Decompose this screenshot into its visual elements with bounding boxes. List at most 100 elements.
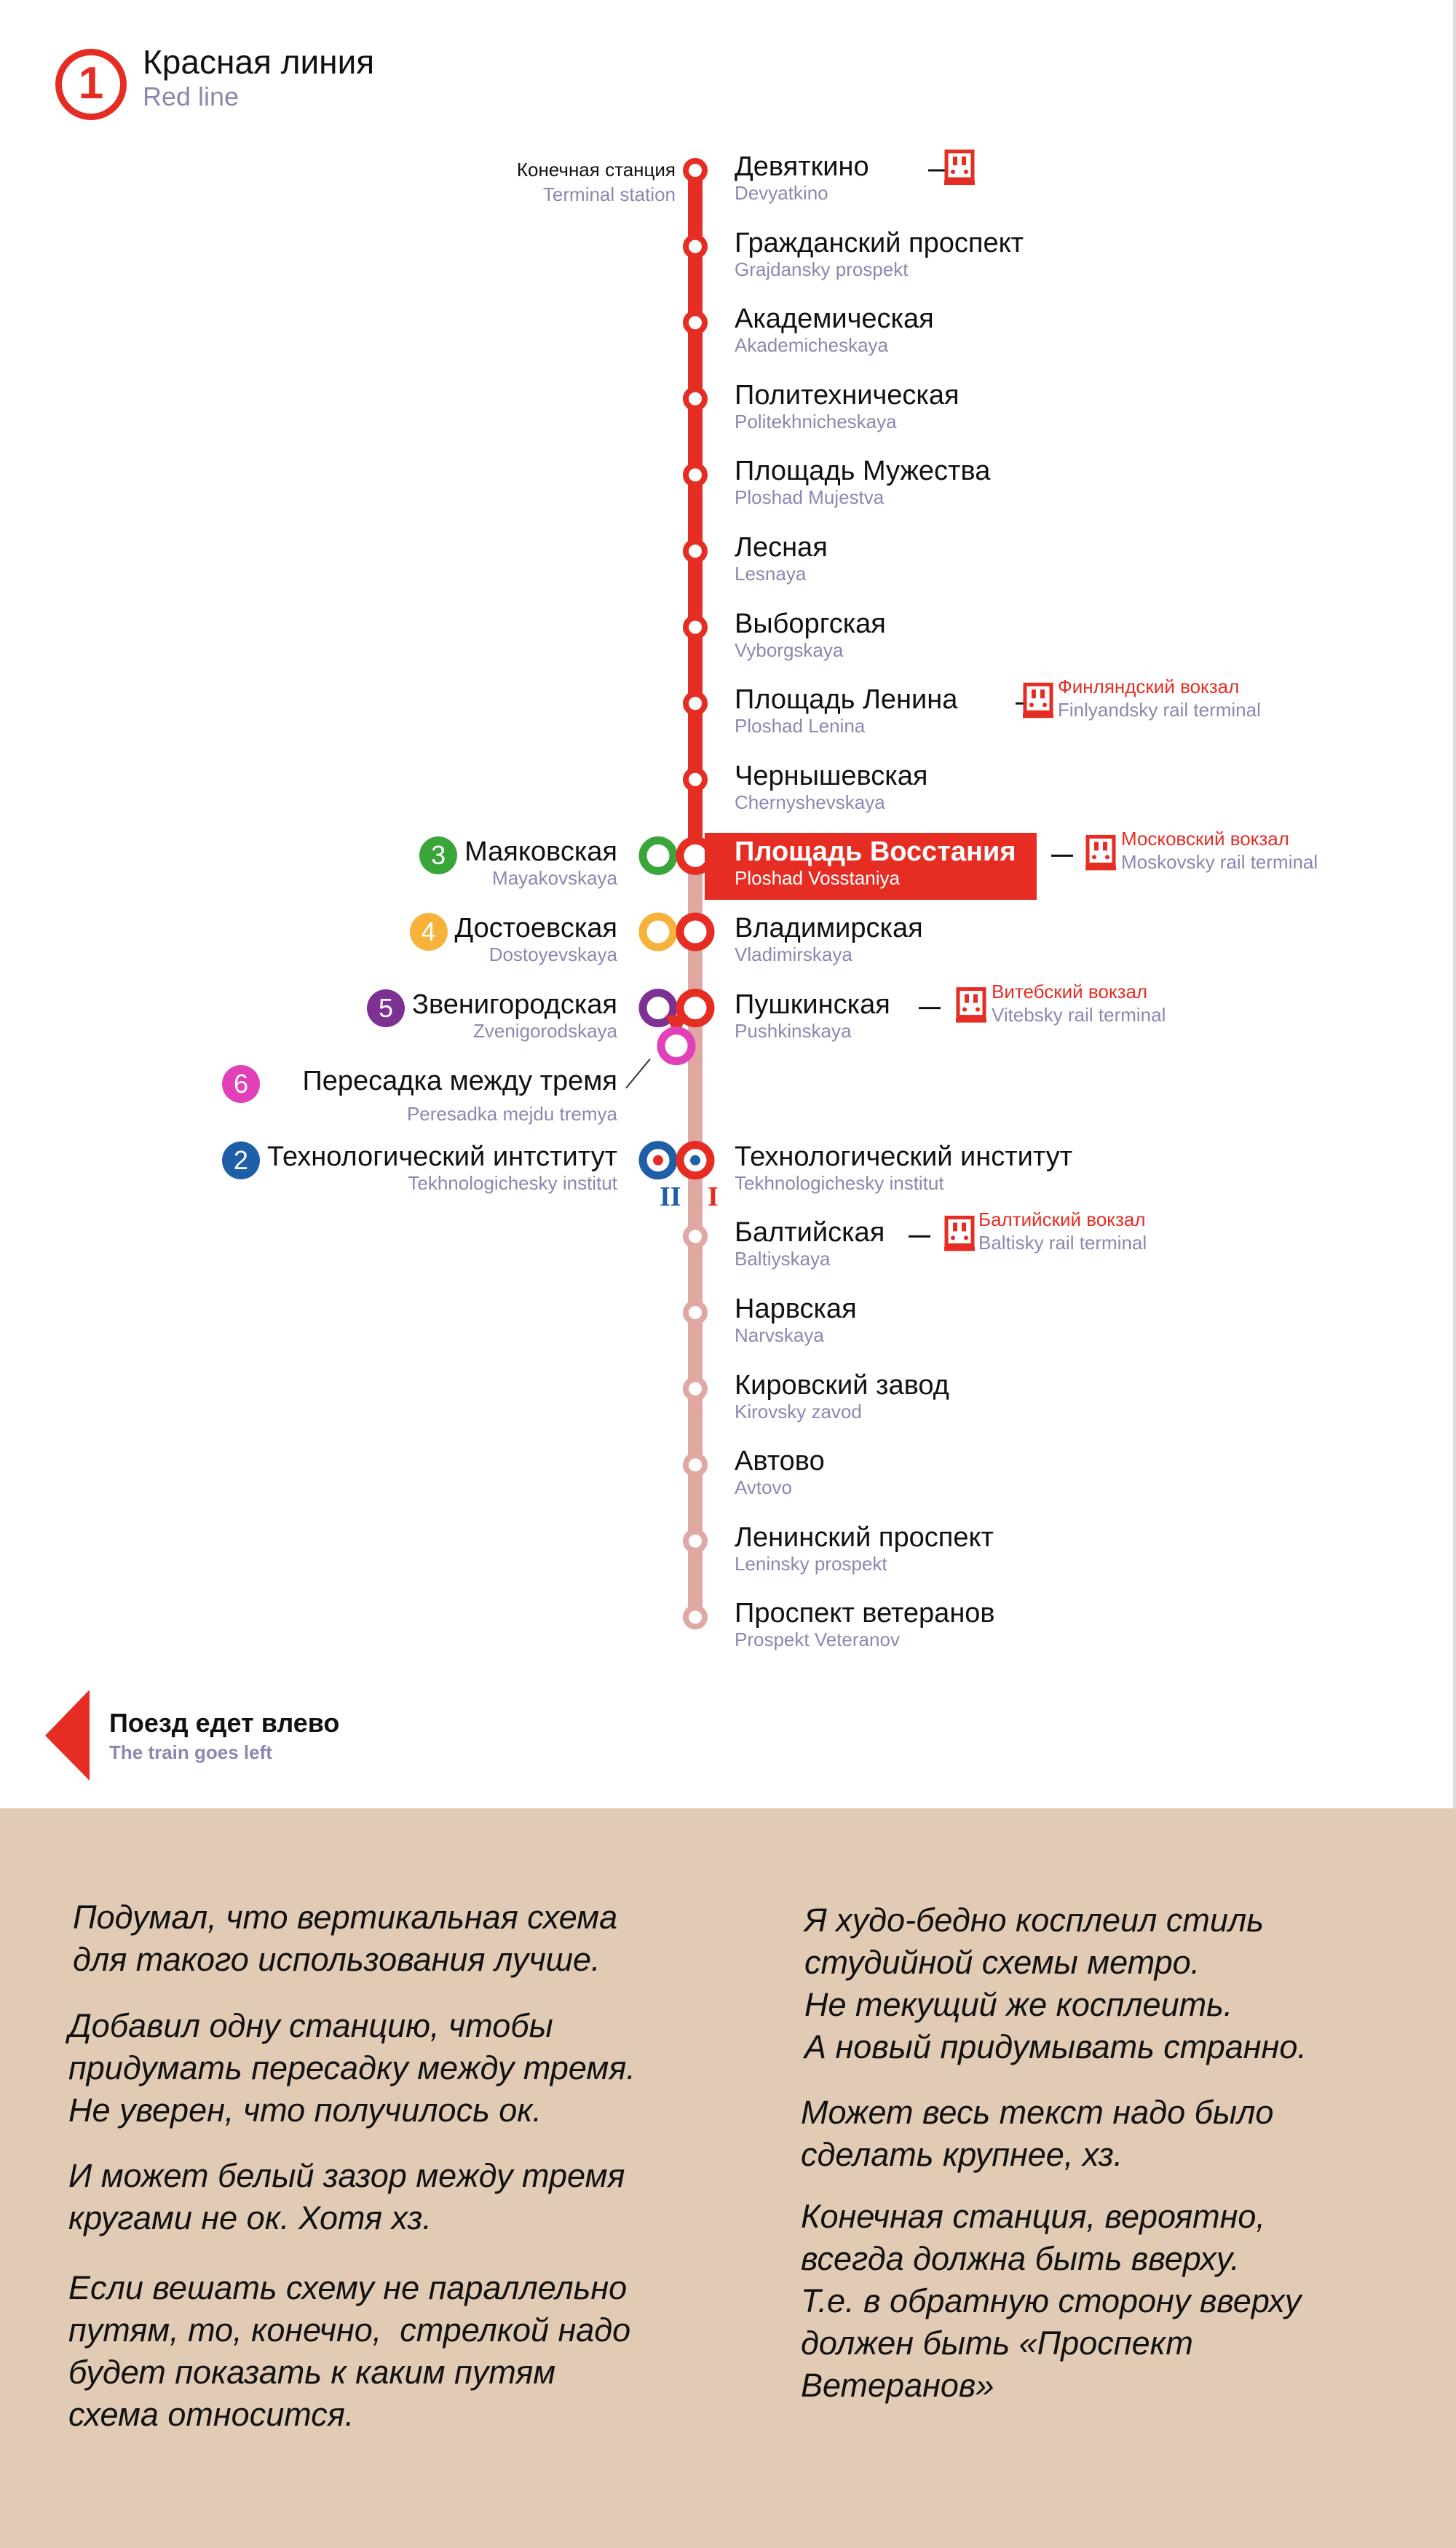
line-5-badge: 5 (367, 989, 405, 1027)
train-icon (1023, 682, 1053, 719)
station-name-en: Chernyshevskaya (735, 791, 885, 813)
right-border (1453, 0, 1456, 1808)
station-stop-icon (683, 234, 708, 259)
station-name[interactable]: Балтийская (735, 1217, 885, 1249)
station-name[interactable]: Ленинский проспект (735, 1522, 994, 1553)
station-name[interactable]: Владимирская (735, 913, 923, 943)
note-left-4: Если вешать схему не параллельно путям, … (68, 2269, 631, 2433)
train-icon (944, 1215, 975, 1251)
transfer-name-en-4: Dostoyevskaya (488, 943, 617, 965)
station-name[interactable]: Кировский завод (735, 1369, 949, 1401)
line-map (45, 149, 1116, 1781)
rail-terminal-name-en: Baltisky rail terminal (978, 1232, 1147, 1254)
station-stop-icon (683, 1528, 708, 1554)
station-name[interactable]: Проспект ветеранов (735, 1598, 995, 1629)
station-stop-icon (683, 386, 708, 411)
station-stop-icon (683, 1300, 708, 1325)
station-name[interactable]: Гражданский проспект (735, 227, 1024, 258)
station-name-en: Ploshad Vosstaniya (735, 867, 900, 890)
station-name-en: Akademicheskaya (735, 334, 888, 357)
rail-terminal-name-en: Finlyandsky rail terminal (1058, 699, 1261, 721)
station-stop-icon (683, 1376, 708, 1401)
station-name-en: Vyborgskaya (735, 638, 844, 661)
station-stop-icon (683, 691, 708, 716)
station-stop-icon (683, 1224, 708, 1249)
station-name[interactable]: Площадь Мужества (735, 456, 991, 487)
note-left-1: Подумал, что вертикальная схема для тако… (73, 1899, 618, 1978)
rail-terminal-name-en: Vitebsky rail terminal (992, 1003, 1166, 1026)
transfer-station-6-icon (657, 1026, 696, 1066)
line-badge (55, 49, 127, 120)
transfer-name-en-3: Mayakovskaya (492, 867, 617, 890)
station-stop-icon (683, 767, 708, 792)
transfer-name-2: Технологический интститут (266, 1141, 617, 1172)
rail-terminal-name: Витебский вокзал (992, 980, 1148, 1002)
transfer-name-4: Достоевская (454, 913, 617, 943)
station-name[interactable]: Пушкинская (735, 989, 890, 1020)
transfer-name-3: Маяковская (464, 836, 617, 868)
station-name-en: Lesnaya (735, 563, 807, 585)
direction-label: Поезд едет влево (109, 1708, 340, 1738)
note-right-2: Может весь текст надо было сделать крупн… (801, 2094, 1274, 2173)
rail-terminal-name-en: Moskovsky rail terminal (1121, 851, 1318, 874)
triple-connector (665, 1015, 688, 1037)
notes-panel: Подумал, что вертикальная схема для тако… (0, 1808, 1456, 2548)
station-name-en: Politekhnicheskaya (735, 410, 897, 432)
station-name[interactable]: Площадь Восстания (735, 836, 1016, 868)
transfer-name-5: Звенигородская (412, 989, 617, 1020)
station-name-en: Baltiyskaya (735, 1248, 831, 1270)
line-title: Красная линия (143, 43, 375, 81)
train-icon (944, 149, 975, 185)
line-subtitle: Red line (143, 82, 240, 111)
triple-transfer-name-en: Peresadka mejdu tremya (406, 1103, 617, 1125)
note-left-2: Добавил одну станцию, чтобы придумать пе… (68, 2007, 636, 2129)
station-name[interactable]: Девяткино (735, 151, 869, 182)
rail-terminal-name: Балтийский вокзал (978, 1208, 1146, 1231)
station-stop-icon (683, 462, 708, 488)
station-name[interactable]: Политехническая (735, 379, 960, 411)
station-name[interactable]: Академическая (735, 304, 934, 335)
station-stop-icon (683, 1605, 708, 1630)
station-stop-icon (683, 539, 708, 563)
note-right-3: Конечная станция, вероятно, всегда должн… (801, 2198, 1302, 2404)
station-name-en: Tekhnologichesky institut (735, 1171, 944, 1194)
station-name-en: Grajdansky prospekt (735, 258, 909, 280)
transfer-name-en-2: Tekhnologichesky institut (408, 1171, 617, 1194)
train-icon (956, 987, 986, 1023)
station-name[interactable]: Чернышевская (735, 760, 928, 791)
line-2-badge: 2 (221, 1141, 260, 1179)
note-left-3: И может белый зазор между тремя кругами … (68, 2157, 625, 2236)
direction-arrow-icon (45, 1690, 90, 1781)
transfer-station-4-icon (638, 912, 678, 951)
station-name[interactable]: Автово (735, 1446, 825, 1477)
station-name-en: Pushkinskaya (735, 1019, 852, 1042)
platform-dot (653, 1155, 663, 1166)
train-icon (1085, 834, 1116, 871)
transfer-name-en-5: Zvenigorodskaya (473, 1019, 617, 1042)
station-name[interactable]: Нарвская (735, 1294, 857, 1324)
station-transfer-icon (676, 912, 715, 951)
rail-terminal-name: Финляндский вокзал (1058, 676, 1240, 698)
station-name[interactable]: Лесная (735, 532, 828, 563)
line-4-badge: 4 (409, 913, 448, 951)
direction-label-en: The train goes left (109, 1741, 272, 1763)
triple-leader-line (625, 1058, 651, 1089)
station-name[interactable]: Выборгская (735, 608, 886, 639)
triple-transfer-name: Пересадка между тремя (302, 1066, 617, 1096)
note-right-1: Я худо-бедно косплеил стиль студийной сх… (804, 1902, 1307, 2065)
terminal-label-en: Terminal station (542, 183, 676, 205)
station-stop-icon (683, 310, 708, 336)
station-name[interactable]: Технологический институт (735, 1141, 1073, 1172)
platform-dot (690, 1155, 700, 1166)
station-name-en: Vladimirskaya (735, 943, 852, 965)
station-name-en: Leninsky prospekt (735, 1552, 887, 1575)
station-name-en: Devyatkino (735, 182, 828, 204)
platform-2-label: II (660, 1182, 681, 1212)
platform-1-label: I (708, 1182, 719, 1212)
station-name[interactable]: Площадь Ленина (735, 684, 958, 716)
station-name-en: Ploshad Mujestva (735, 486, 885, 509)
line-3-badge: 3 (419, 836, 458, 875)
rail-terminal-name: Московский вокзал (1121, 828, 1289, 850)
station-name-en: Ploshad Lenina (735, 715, 866, 737)
station-name-en: Avtovo (735, 1476, 793, 1499)
